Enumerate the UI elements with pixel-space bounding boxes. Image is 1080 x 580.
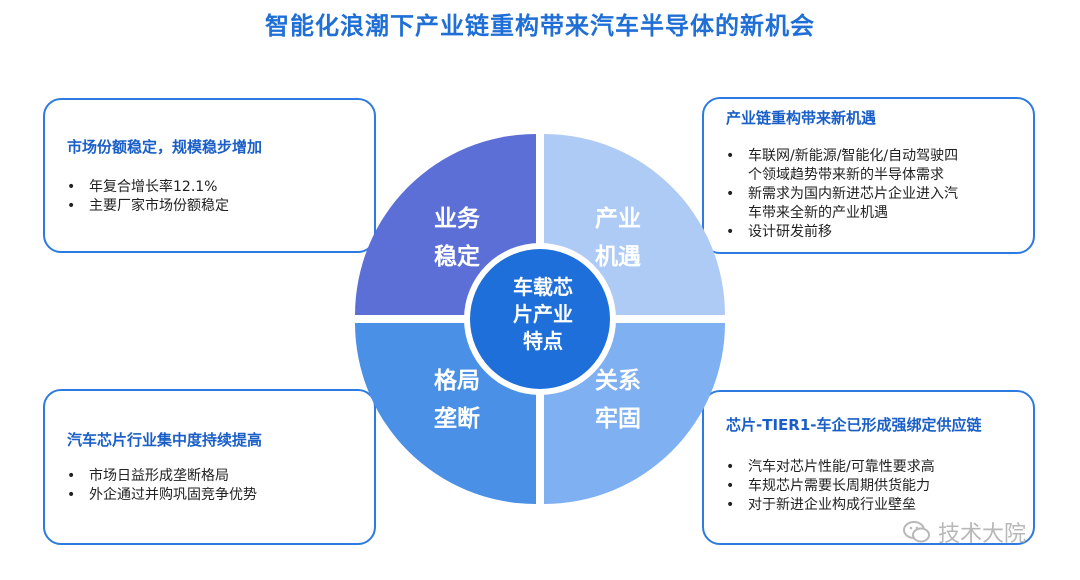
watermark: 技术大院 xyxy=(902,516,1026,548)
card-market-share: 市场份额稳定，规模稳步增加 年复合增长率12.1% 主要厂家市场份额稳定 xyxy=(43,98,376,253)
bullet-list: 汽车对芯片性能/可靠性要求高 车规芯片需要长周期供货能力 对于新进企业构成行业壁… xyxy=(726,458,935,515)
card-title: 芯片-TIER1-车企已形成强绑定供应链 xyxy=(726,416,982,434)
card-supply-chain: 芯片-TIER1-车企已形成强绑定供应链 汽车对芯片性能/可靠性要求高 车规芯片… xyxy=(702,390,1035,545)
list-item: 汽车对芯片性能/可靠性要求高 xyxy=(726,458,935,477)
list-item: 市场日益形成垄断格局 xyxy=(67,467,257,486)
list-item: 设计研发前移 xyxy=(726,223,958,242)
quadrant-label-monopoly: 格局垄断 xyxy=(434,368,480,432)
watermark-text: 技术大院 xyxy=(938,522,1027,547)
center-circle xyxy=(470,249,610,389)
list-item: 对于新进企业构成行业壁垒 xyxy=(726,496,935,515)
list-item: 外企通过并购巩固竞争优势 xyxy=(67,486,257,505)
list-item: 车规芯片需要长周期供货能力 xyxy=(726,477,935,496)
bullet-list: 年复合增长率12.1% 主要厂家市场份额稳定 xyxy=(67,178,229,216)
quadrant-label-business-stable: 业务稳定 xyxy=(434,206,480,270)
card-title: 产业链重构带来新机遇 xyxy=(726,109,877,127)
quadrant-label-industry-opportunity: 产业机遇 xyxy=(595,206,641,270)
card-new-opportunity: 产业链重构带来新机遇 车联网/新能源/智能化/自动驾驶四个领域趋势带来新的半导体… xyxy=(702,97,1035,254)
page-title: 智能化浪潮下产业链重构带来汽车半导体的新机会 xyxy=(265,12,815,40)
wechat-icon xyxy=(903,521,930,543)
center-label: 车载芯 片产业 特点 xyxy=(513,275,573,353)
card-title: 汽车芯片行业集中度持续提高 xyxy=(67,431,263,449)
card-title: 市场份额稳定，规模稳步增加 xyxy=(67,138,263,156)
card-industry-concentration: 汽车芯片行业集中度持续提高 市场日益形成垄断格局 外企通过并购巩固竞争优势 xyxy=(43,389,376,545)
bullet-list: 市场日益形成垄断格局 外企通过并购巩固竞争优势 xyxy=(67,467,257,505)
list-item: 年复合增长率12.1% xyxy=(67,178,229,197)
list-item: 主要厂家市场份额稳定 xyxy=(67,197,229,216)
quadrant-label-solid-relationship: 关系牢固 xyxy=(595,368,641,432)
